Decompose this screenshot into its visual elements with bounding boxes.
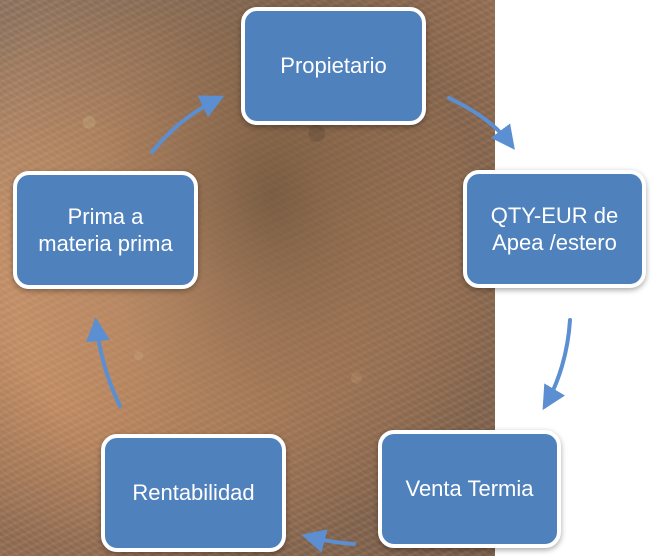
arrow-qty-to-venta <box>542 318 572 411</box>
node-venta-termia: Venta Termia <box>378 430 561 548</box>
node-rentabilidad: Rentabilidad <box>101 434 286 552</box>
arrow-propietario-to-qty <box>447 96 515 150</box>
arrow-prima-to-propietario <box>150 95 225 154</box>
node-label: Propietario <box>280 53 387 79</box>
node-prima-a-materia-prima: Prima a materia prima <box>13 171 198 289</box>
arrow-venta-to-rentabilidad <box>301 529 356 553</box>
node-propietario: Propietario <box>241 7 426 125</box>
node-label: Prima a materia prima <box>38 203 173 257</box>
arrow-rentabilidad-to-prima <box>85 317 122 408</box>
node-label: QTY-EUR de Apea /estero <box>490 202 619 256</box>
node-label: Rentabilidad <box>132 480 255 506</box>
node-qty-eur: QTY-EUR de Apea /estero <box>463 170 646 288</box>
node-label: Venta Termia <box>405 476 534 502</box>
